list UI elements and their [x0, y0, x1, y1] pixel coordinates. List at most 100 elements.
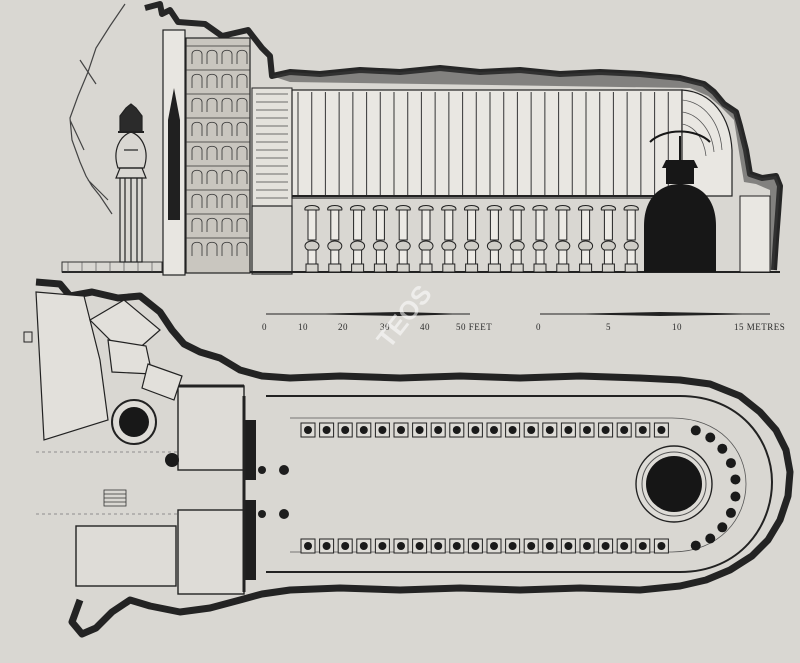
small-marker — [23, 331, 33, 343]
section-pillars — [304, 205, 639, 273]
apse-pillar — [717, 443, 728, 454]
section-pillar — [304, 205, 320, 273]
apse-pillar — [730, 474, 741, 485]
plan-pillar — [319, 422, 335, 438]
entrance-columns — [258, 465, 289, 519]
left-structures — [35, 291, 183, 441]
apse-pillar — [705, 432, 716, 443]
vault — [291, 89, 683, 199]
sculpted-facade — [185, 37, 251, 274]
facade-spire — [168, 88, 180, 220]
apse-pillar — [730, 491, 741, 502]
plan-pillar — [449, 422, 465, 438]
plan-pillar — [412, 422, 428, 438]
watermark: TEOS — [370, 279, 437, 353]
apse-pillar — [705, 533, 716, 544]
scale-tick-m0: 0 — [536, 322, 541, 332]
plan-pillar — [374, 538, 390, 554]
plan-pillar — [523, 538, 539, 554]
vault-ribs — [297, 92, 669, 196]
plinth — [61, 261, 163, 273]
stupa — [644, 130, 716, 272]
scale-tick-m10: 10 — [672, 322, 682, 332]
plan-pillar — [337, 538, 353, 554]
plan-pillar — [560, 422, 576, 438]
longitudinal-section — [61, 1, 783, 276]
cliff-sketch — [69, 3, 126, 215]
plan-pillar — [653, 538, 669, 554]
scale-bar-feet: 0 10 20 30 40 50 FEET — [262, 312, 492, 332]
entrance-doorway — [251, 205, 293, 275]
section-pillar — [600, 205, 616, 273]
section-pillar — [441, 205, 457, 273]
plan-pillar — [393, 538, 409, 554]
entrance-wall — [244, 420, 256, 580]
aisle-outline — [290, 417, 747, 553]
lion-pillar — [115, 103, 147, 263]
plan-pillar — [467, 538, 483, 554]
apse-pillar — [690, 425, 701, 436]
plan-pillar — [393, 422, 409, 438]
plan-pillar — [356, 538, 372, 554]
scale-tick-50-feet: 50 FEET — [456, 322, 492, 332]
plan-pillar — [635, 538, 651, 554]
plan-pillar — [579, 422, 595, 438]
section-pillar — [418, 205, 434, 273]
plan-rock-outline — [35, 278, 794, 638]
plan-pillar — [430, 422, 446, 438]
plan-pillar — [337, 422, 353, 438]
plan-pillar — [542, 538, 558, 554]
scale-bar-meters: 0 5 10 15 METRES — [536, 312, 785, 332]
plan-pillar — [542, 422, 558, 438]
section-pillar — [486, 205, 502, 273]
apse-pillar — [717, 522, 728, 533]
plan-stupa — [635, 445, 713, 523]
section-pillar — [372, 205, 388, 273]
section-pillar — [578, 205, 594, 273]
scale-tick-20: 20 — [338, 322, 348, 332]
plan-pillar — [300, 538, 316, 554]
section-pillar — [532, 205, 548, 273]
scale-tick-15-metres: 15 METRES — [734, 322, 785, 332]
hall-outline — [266, 395, 774, 573]
plan-pillar — [598, 538, 614, 554]
section-pillar — [395, 205, 411, 273]
plan-pillar — [635, 422, 651, 438]
apse-pillar — [725, 507, 736, 518]
plan-pillar — [467, 422, 483, 438]
section-pillar — [327, 205, 343, 273]
plan-pillar — [598, 422, 614, 438]
section-pillar — [555, 205, 571, 273]
plan-pillar — [505, 422, 521, 438]
scale-tick-0: 0 — [262, 322, 267, 332]
plan-pillar — [486, 538, 502, 554]
round-cell — [111, 399, 157, 445]
scale-tick-40: 40 — [420, 322, 430, 332]
plan-pillar — [616, 422, 632, 438]
plan-pillar — [579, 538, 595, 554]
entrance-band — [251, 87, 293, 207]
plan-pillar — [374, 422, 390, 438]
plan-pillar — [412, 538, 428, 554]
dashed-outline — [36, 451, 178, 515]
plan-pillar — [653, 422, 669, 438]
plan-pillar — [430, 538, 446, 554]
right-wall — [739, 195, 771, 273]
plan-pillar — [449, 538, 465, 554]
apse-pillar — [725, 458, 736, 469]
scale-tick-m5: 5 — [606, 322, 611, 332]
plan-pillar — [505, 538, 521, 554]
plan-pillar — [300, 422, 316, 438]
apse-pillar — [690, 540, 701, 551]
steps — [103, 489, 127, 507]
scale-tick-10: 10 — [298, 322, 308, 332]
ground-plan — [23, 278, 794, 638]
section-pillar — [509, 205, 525, 273]
scale-tick-30: 30 — [380, 322, 390, 332]
vestibule — [75, 385, 245, 595]
plan-pillar — [560, 538, 576, 554]
section-pillar — [350, 205, 366, 273]
section-pillar — [623, 205, 639, 273]
